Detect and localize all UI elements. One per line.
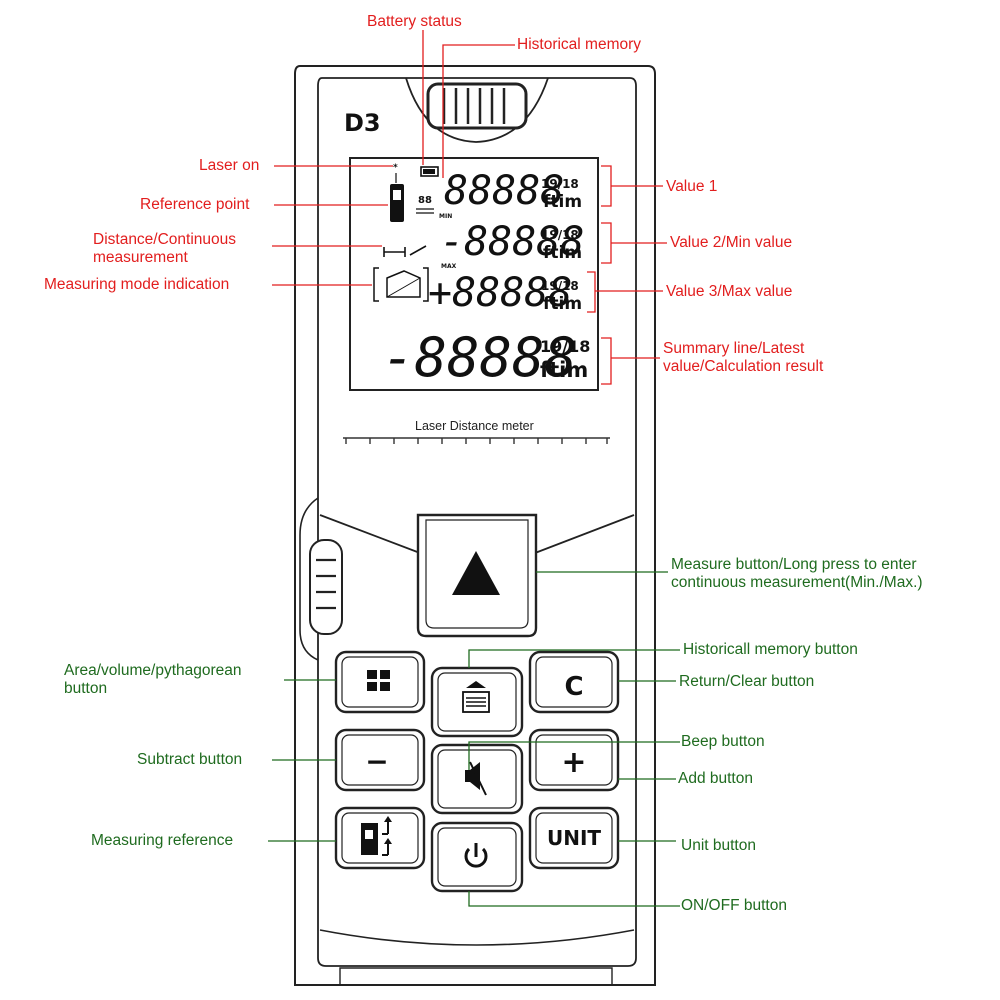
label-laser-on: Laser on: [199, 157, 260, 174]
label-summary-line1: Summary line/Latest: [663, 340, 805, 357]
svg-text:*: *: [393, 163, 398, 173]
label-distance-measurement: measurement: [93, 249, 188, 266]
lcd-value-3: +88888: [428, 270, 573, 316]
power-icon: [464, 843, 488, 868]
lcd-fraction-4: 19/18: [540, 337, 590, 356]
subtract-button-label: −: [365, 745, 388, 778]
lcd-unit-4: ftim: [540, 358, 588, 382]
distance-mode-icon: [383, 245, 427, 257]
label-measuring-mode: Measuring mode indication: [44, 276, 230, 293]
add-button[interactable]: [528, 728, 620, 792]
label-value-1: Value 1: [666, 178, 718, 195]
label-area-line1: Area/volume/pythagorean: [64, 662, 242, 679]
laser-window: [426, 82, 528, 130]
label-add-button: Add button: [678, 770, 753, 787]
unit-button-label: UNIT: [547, 826, 601, 850]
lcd-unit-1: ftim: [543, 192, 582, 212]
memory-eject-icon: [462, 681, 490, 713]
label-beep-button: Beep button: [681, 733, 765, 750]
lcd-fraction-2: 19/18: [541, 228, 579, 242]
label-area-line2: button: [64, 680, 108, 697]
lcd-memory-index: 88: [418, 195, 432, 206]
lcd-value-1: 88888: [444, 168, 564, 214]
lcd-unit-2: ftim: [543, 243, 582, 263]
mode-indicator-icon: [386, 270, 421, 298]
label-measure-line1: Measure button/Long press to enter: [671, 556, 917, 573]
label-summary-line2: value/Calculation result: [663, 358, 824, 375]
label-history-button: Historicall memory button: [683, 641, 858, 658]
lcd-min-tag: MIN: [439, 213, 452, 220]
reference-point-icon: [390, 184, 404, 222]
grid-icon: [367, 670, 390, 691]
add-button-label: +: [561, 745, 586, 780]
model-name: D3: [344, 109, 381, 137]
reference-icon: [361, 816, 392, 856]
speaker-mute-icon: [465, 761, 487, 796]
lcd-fraction-1: 19/18: [541, 177, 579, 191]
screen-callouts: [272, 30, 667, 385]
side-scroll-wheel[interactable]: [309, 539, 343, 635]
battery-icon: [420, 166, 439, 177]
clear-button-label: C: [564, 672, 583, 702]
label-measure-line2: continuous measurement(Min./Max.): [671, 574, 923, 591]
device-caption: Laser Distance meter: [415, 419, 534, 433]
lcd-value-2: -88888: [440, 219, 585, 265]
button-callouts: [268, 571, 680, 907]
ruler-scale: [343, 437, 610, 444]
clear-button[interactable]: [528, 650, 620, 714]
lcd-summary-value: -88888: [382, 326, 577, 389]
label-battery-status: Battery status: [367, 13, 462, 30]
label-onoff-button: ON/OFF button: [681, 897, 787, 914]
label-subtract-button: Subtract button: [137, 751, 243, 768]
lcd-max-tag: MAX: [441, 263, 457, 270]
label-value-2: Value 2/Min value: [670, 234, 793, 251]
label-distance-continuous: Distance/Continuous: [93, 231, 237, 248]
label-unit-button: Unit button: [681, 837, 756, 854]
measure-triangle-icon: [452, 551, 500, 595]
label-historical-memory: Historical memory: [517, 36, 642, 53]
device-face-outline: [317, 77, 637, 967]
label-clear-button: Return/Clear button: [679, 673, 815, 690]
lcd-unit-3: ftim: [543, 294, 582, 314]
label-value-3: Value 3/Max value: [666, 283, 793, 300]
label-reference-point: Reference point: [140, 196, 250, 213]
measuring-reference-button[interactable]: [334, 806, 426, 870]
unit-button[interactable]: [528, 806, 620, 870]
label-measuring-reference: Measuring reference: [91, 832, 234, 849]
lcd-fraction-3: 19/18: [541, 279, 579, 293]
